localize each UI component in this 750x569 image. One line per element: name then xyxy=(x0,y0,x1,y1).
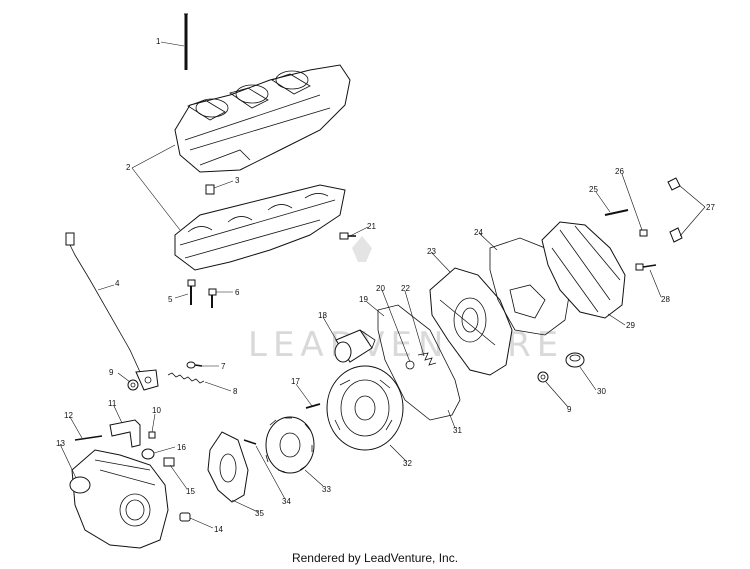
part-sensor-wire xyxy=(65,232,159,391)
part-bracket-11 xyxy=(109,419,141,448)
part-housing-cover xyxy=(69,449,169,549)
part-bolt-28 xyxy=(635,263,657,271)
part-spring-8 xyxy=(167,372,205,384)
part-pin-12 xyxy=(74,435,103,441)
part-outer-cover xyxy=(541,221,626,319)
part-stud-25 xyxy=(604,209,629,216)
part-screw-7 xyxy=(186,361,203,369)
callout-13: 13 xyxy=(56,439,65,448)
part-stator xyxy=(265,416,315,474)
callout-2: 2 xyxy=(126,163,131,172)
callout-15: 15 xyxy=(186,487,195,496)
render-credit: Rendered by LeadVenture, Inc. xyxy=(291,551,459,565)
callout-30: 30 xyxy=(597,387,606,396)
part-plug-30 xyxy=(565,352,585,368)
part-stud-long xyxy=(184,13,188,70)
part-bolt-6 xyxy=(208,288,217,308)
watermark: LEADVENTURE xyxy=(248,236,564,365)
part-pin-17 xyxy=(305,403,321,409)
callout-10: 10 xyxy=(152,406,161,415)
callout-29: 29 xyxy=(626,321,635,330)
callout-8: 8 xyxy=(233,387,238,396)
callout-12: 12 xyxy=(64,411,73,420)
callout-5: 5 xyxy=(168,295,173,304)
part-bolt-26 xyxy=(639,229,648,237)
callout-24: 24 xyxy=(474,228,483,237)
callout-26: 26 xyxy=(615,167,624,176)
callout-32: 32 xyxy=(403,459,412,468)
part-spring-22 xyxy=(417,352,437,366)
callout-22: 22 xyxy=(401,284,410,293)
callout-9-left: 9 xyxy=(109,368,114,377)
part-starter xyxy=(334,329,376,363)
callout-34: 34 xyxy=(282,497,291,506)
callout-25: 25 xyxy=(589,185,598,194)
part-plate-35 xyxy=(207,431,249,503)
part-crankcase-lower xyxy=(174,184,346,271)
watermark-text: LEADVENTURE xyxy=(248,325,564,365)
part-bolt-21 xyxy=(339,232,356,240)
callout-11: 11 xyxy=(108,399,117,408)
part-fitting-27b xyxy=(669,227,683,243)
part-crankcase-upper xyxy=(174,64,351,173)
callout-1: 1 xyxy=(156,37,161,46)
part-main-cover xyxy=(429,267,513,376)
part-bolt-5 xyxy=(187,279,196,305)
part-washer-right xyxy=(537,371,549,383)
part-plug-14 xyxy=(179,512,191,522)
part-dowel xyxy=(205,184,215,195)
callout-17: 17 xyxy=(291,377,300,386)
part-screw-34 xyxy=(243,439,257,445)
callout-31: 31 xyxy=(453,426,462,435)
part-gasket-24 xyxy=(489,237,571,336)
callout-35: 35 xyxy=(255,509,264,518)
callout-27: 27 xyxy=(706,203,715,212)
part-washer-left xyxy=(127,379,139,391)
callout-labels: 1 2 3 4 5 6 7 8 9 9 10 11 12 13 14 15 16… xyxy=(56,37,715,534)
callout-19: 19 xyxy=(359,295,368,304)
callout-7: 7 xyxy=(221,362,226,371)
callout-28: 28 xyxy=(661,295,670,304)
callout-21: 21 xyxy=(367,222,376,231)
callout-14: 14 xyxy=(214,525,223,534)
callout-18: 18 xyxy=(318,311,327,320)
callout-20: 20 xyxy=(376,284,385,293)
callout-16: 16 xyxy=(177,443,186,452)
callout-6: 6 xyxy=(235,288,240,297)
part-cap-16 xyxy=(141,448,155,460)
leader-lines xyxy=(59,41,706,529)
part-bushing-15 xyxy=(163,457,175,467)
part-screw-10 xyxy=(148,431,156,439)
callout-23: 23 xyxy=(427,247,436,256)
part-flywheel xyxy=(326,365,404,451)
callout-4: 4 xyxy=(115,279,120,288)
part-gasket-19 xyxy=(377,304,461,421)
callout-33: 33 xyxy=(322,485,331,494)
part-fitting-27a xyxy=(667,177,681,191)
callout-9-right: 9 xyxy=(567,405,572,414)
callout-3: 3 xyxy=(235,176,240,185)
